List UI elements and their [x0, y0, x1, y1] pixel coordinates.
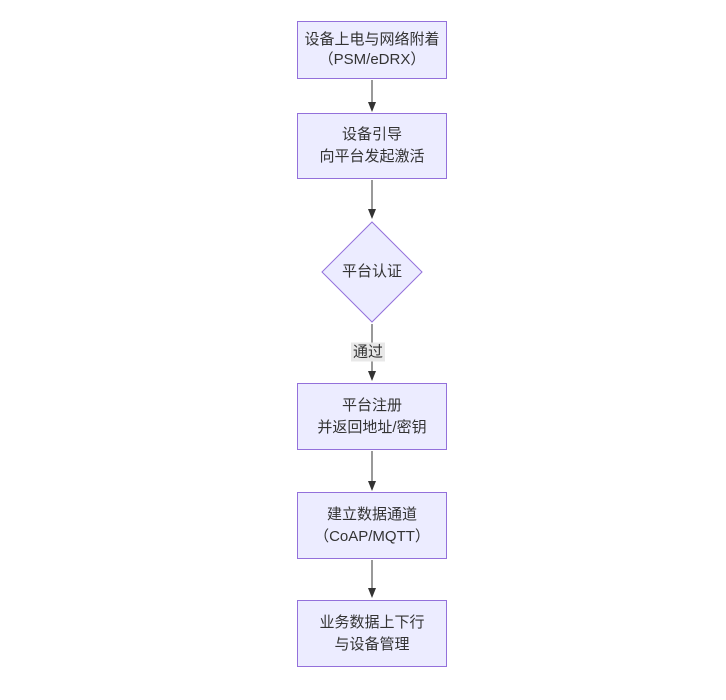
node-text-line: 设备上电与网络附着: [304, 31, 440, 48]
node-text-line: 平台认证: [341, 263, 402, 280]
node-bootstrap-activate: 设备引导 向平台发起激活: [297, 113, 447, 179]
node-text-line: 建立数据通道: [326, 505, 417, 523]
node-text-line: 并返回地址/密钥: [317, 418, 427, 436]
edge-label-text: 通过: [352, 343, 384, 361]
node-text-line: （PSM/eDRX）: [318, 51, 426, 68]
node-data-channel: 建立数据通道 （CoAP/MQTT）: [297, 492, 447, 559]
node-platform-auth: 平台认证: [321, 221, 423, 323]
node-text-line: 与设备管理: [334, 635, 410, 653]
node-text-line: 业务数据上下行: [319, 613, 425, 631]
node-power-on-attach: 设备上电与网络附着 （PSM/eDRX）: [297, 21, 447, 79]
edge-label-pass: 通过: [350, 342, 386, 362]
node-text-line: （CoAP/MQTT）: [314, 527, 430, 545]
node-business-ops: 业务数据上下行 与设备管理: [297, 600, 447, 667]
diamond-shape: [321, 221, 423, 323]
node-platform-register: 平台注册 并返回地址/密钥: [297, 383, 447, 450]
node-text-line: 设备引导: [341, 126, 402, 143]
node-text-line: 向平台发起激活: [319, 148, 425, 165]
node-text-line: 平台注册: [341, 396, 402, 414]
